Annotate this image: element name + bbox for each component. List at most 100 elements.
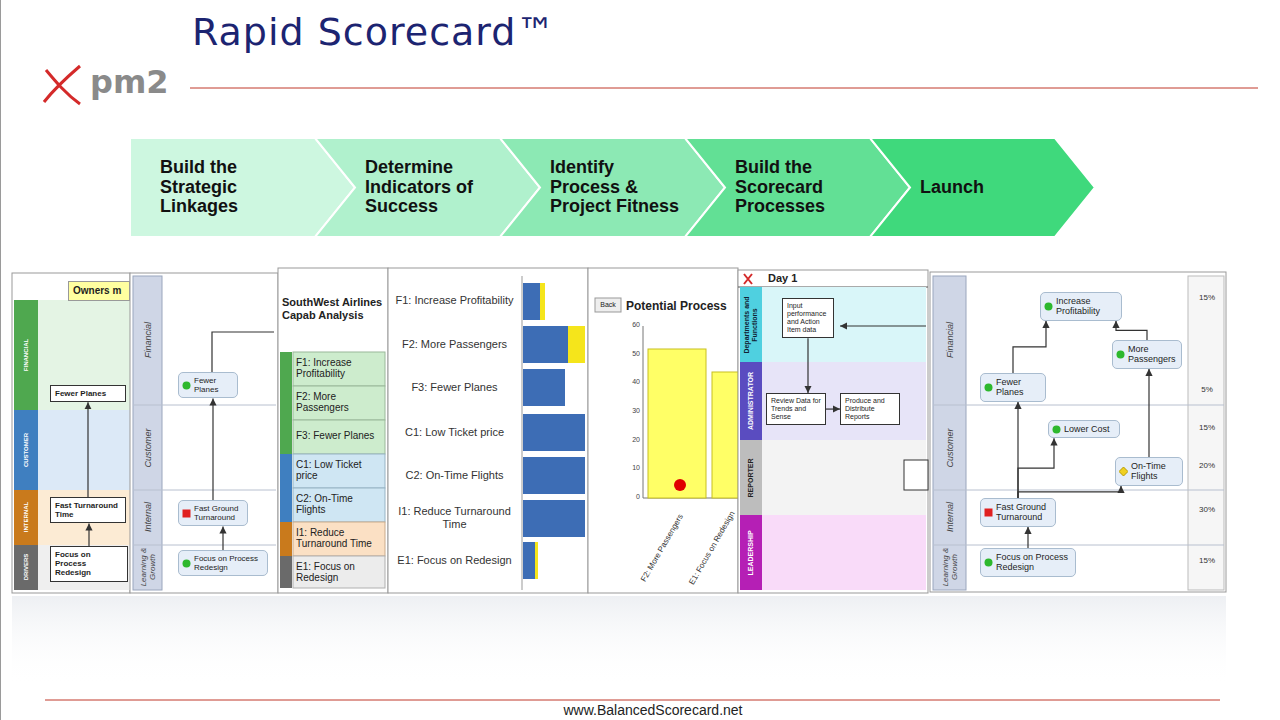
chevron-fill bbox=[870, 138, 1095, 237]
band bbox=[38, 300, 130, 410]
bar bbox=[523, 326, 568, 363]
node-text: Fewer Planes bbox=[55, 389, 121, 398]
node-text: On-Time Flights bbox=[1131, 461, 1178, 482]
band-tab bbox=[14, 490, 38, 545]
bar bbox=[523, 414, 585, 451]
bar bbox=[712, 372, 738, 498]
axis-tick: 20 bbox=[620, 436, 640, 444]
band-divider bbox=[133, 490, 276, 491]
table-cell: F2: More Passengers bbox=[296, 386, 384, 418]
perspective-label: Internal bbox=[945, 502, 955, 532]
band-column bbox=[133, 276, 162, 590]
status-dot bbox=[1117, 350, 1125, 358]
table-row bbox=[293, 454, 385, 488]
panel-bar-chart bbox=[388, 268, 588, 593]
back-button bbox=[595, 298, 621, 312]
node-text: Fewer Planes bbox=[996, 377, 1041, 398]
node-text: Review Data for Trends and Sense bbox=[771, 397, 821, 421]
chevron-fill bbox=[685, 138, 910, 237]
status-dot bbox=[985, 558, 993, 566]
panel bbox=[278, 268, 388, 593]
header-rule bbox=[190, 88, 1258, 89]
objective-box: Fast Ground Turnaround bbox=[178, 500, 248, 526]
process-box: Review Data for Trends and Sense bbox=[766, 393, 826, 425]
status-icon bbox=[1119, 467, 1128, 476]
connector-arrow bbox=[1027, 527, 1028, 548]
table-row bbox=[293, 488, 385, 522]
connector-arrow bbox=[1116, 321, 1147, 340]
status-dot bbox=[1053, 425, 1061, 433]
lane-label: ADMINISTRATOR bbox=[747, 372, 755, 430]
bar-label: F3: Fewer Planes bbox=[392, 367, 517, 407]
axis-tick: 60 bbox=[620, 321, 640, 329]
node-text: Focus on Process Redesign bbox=[996, 552, 1071, 573]
bar-label: F2: More Passengers bbox=[392, 324, 517, 364]
connector-arrow bbox=[87, 402, 88, 497]
band-divider bbox=[133, 405, 276, 406]
panel bbox=[930, 272, 1226, 592]
chevron-label-area: Determine Indicators of Success bbox=[365, 138, 500, 237]
status-icon bbox=[182, 509, 191, 518]
status-icon bbox=[1116, 350, 1125, 359]
chevron-label-area: Launch bbox=[920, 138, 1055, 237]
bar bbox=[535, 542, 538, 579]
node-text: Build the Scorecard Processes bbox=[735, 158, 870, 217]
status-square bbox=[985, 508, 993, 516]
chevron-label-area: Build the Strategic Linkages bbox=[160, 138, 295, 237]
bar bbox=[523, 369, 565, 406]
bar-label: C2: On-Time Flights bbox=[392, 455, 517, 495]
process-box: Produce and Distribute Reports bbox=[840, 393, 900, 425]
lane-label: Departments and Functions bbox=[743, 289, 759, 361]
panel-capability-analysis bbox=[278, 268, 388, 593]
band-tab bbox=[14, 410, 38, 490]
chart-title: Potential Process bbox=[626, 300, 738, 314]
button-label: Back bbox=[595, 298, 621, 312]
header-box: Owners m bbox=[68, 281, 130, 301]
weight-value: 5% bbox=[1190, 385, 1224, 394]
lane-tab bbox=[740, 440, 762, 515]
logo-text: pm2 bbox=[90, 64, 169, 101]
lane-label: LEADERSHIP bbox=[747, 530, 755, 575]
footer-url: www.BalancedScorecard.net bbox=[453, 702, 853, 718]
band-label: INTERNAL bbox=[23, 502, 30, 532]
objective-box: Lower Cost bbox=[1048, 420, 1120, 438]
band-divider bbox=[933, 545, 1224, 546]
link-line bbox=[212, 332, 274, 372]
node-text: Focus on Process Redesign bbox=[55, 550, 123, 578]
band-tab bbox=[14, 545, 38, 590]
objective-box: Fast Ground Turnaround bbox=[980, 498, 1056, 527]
connector-arrow bbox=[1013, 321, 1046, 373]
node-text: Owners m bbox=[73, 285, 125, 297]
objective-box: Fewer Planes bbox=[178, 372, 238, 398]
weights-column bbox=[1188, 276, 1224, 590]
bar-label: E1: Focus on Redesign bbox=[392, 540, 517, 580]
objective-box: Fewer Planes bbox=[980, 373, 1046, 402]
logo-mark bbox=[744, 274, 752, 284]
status-icon bbox=[1044, 302, 1053, 311]
panel bbox=[388, 268, 588, 593]
status-diamond bbox=[1119, 467, 1128, 476]
node-text: Fast Ground Turnaround bbox=[996, 502, 1051, 523]
panel bbox=[12, 273, 130, 593]
axis-tick: 40 bbox=[620, 378, 640, 386]
band-divider bbox=[933, 405, 1224, 406]
panel-swimlane bbox=[738, 270, 928, 593]
band-tab bbox=[14, 300, 38, 410]
table-cell: E1: Focus on Redesign bbox=[296, 556, 384, 588]
panel-strategy-map-a bbox=[130, 273, 278, 593]
node-text: Input performance and Action Item data bbox=[787, 302, 829, 334]
objective-box: Fewer Planes bbox=[50, 385, 126, 402]
node-text: Increase Profitability bbox=[1056, 296, 1117, 317]
band-tab bbox=[280, 556, 292, 588]
panel-potential-process bbox=[588, 268, 738, 593]
lane bbox=[762, 515, 926, 590]
weight-value: 30% bbox=[1190, 505, 1224, 514]
lane-tab bbox=[740, 515, 762, 590]
connector-arrow bbox=[1148, 369, 1149, 457]
weight-value: 15% bbox=[1190, 556, 1224, 565]
slide-border bbox=[0, 0, 1, 720]
objective-box: Focus on Process Redesign bbox=[50, 546, 128, 582]
band-label: DRIVERS bbox=[23, 554, 30, 581]
perspective-label: Customer bbox=[945, 428, 955, 467]
